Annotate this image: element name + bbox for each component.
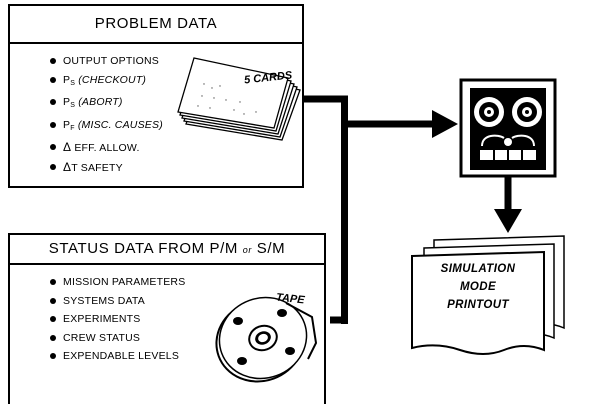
printout-line-1: SIMULATION [440,263,516,275]
list-item: EXPENDABLE LEVELS [50,347,185,366]
status-data-list: MISSION PARAMETERS SYSTEMS DATA EXPERIME… [50,273,185,366]
printout-line-3: PRINTOUT [447,299,509,311]
list-item: PS (CHECKOUT) [50,71,163,94]
list-item: CREW STATUS [50,329,185,348]
list-item: EXPERIMENTS [50,310,185,329]
status-data-box: STATUS DATA FROM P/M or S/M MISSION PARA… [8,233,326,404]
problem-data-title: PROBLEM DATA [10,6,302,44]
problem-data-list: OUTPUT OPTIONS PS (CHECKOUT) PS (ABORT) … [50,52,163,177]
arrow-down-icon [494,209,522,233]
tape-drive-icon [459,78,557,178]
connector-drive-to-printout [494,176,522,233]
status-data-title: STATUS DATA FROM P/M or S/M [10,235,324,265]
connector-problem-to-drive [300,95,458,324]
list-item: Δ EFF. ALLOW. [50,138,163,158]
printout-text: SIMULATION MODE PRINTOUT [412,260,544,314]
printout-line-2: MODE [459,281,497,293]
list-item: MISSION PARAMETERS [50,273,185,292]
list-item: OUTPUT OPTIONS [50,52,163,71]
list-item: PS (ABORT) [50,93,163,116]
arrow-right-icon [432,110,458,138]
list-item: SYSTEMS DATA [50,292,185,311]
tape-reel-icon [215,296,318,383]
card-deck-icon [177,57,301,141]
problem-data-box: PROBLEM DATA OUTPUT OPTIONS PS (CHECKOUT… [8,4,304,188]
list-item: PF (MISC. CAUSES) [50,116,163,139]
list-item: ΔT SAFETY [50,158,163,178]
printout-stack [411,235,565,355]
